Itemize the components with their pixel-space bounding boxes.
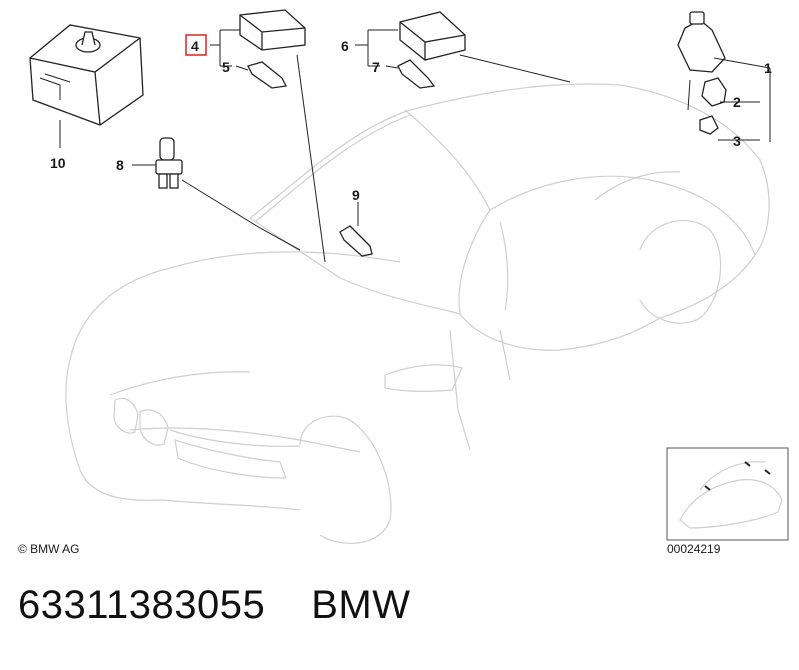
part-6-lamp-housing	[355, 11, 571, 83]
callout-2: 2	[733, 94, 741, 110]
part-number: 63311383055	[18, 583, 266, 627]
callout-5: 5	[222, 59, 230, 75]
callout-9: 9	[352, 187, 360, 203]
part-10-control-unit	[29, 24, 144, 148]
part-caption: 63311383055 BMW	[18, 583, 411, 628]
copyright-text: © BMW AG	[18, 542, 80, 556]
car-outline	[65, 83, 770, 544]
callout-3: 3	[733, 133, 741, 149]
callout-6: 6	[341, 38, 349, 54]
part-1-3-socket-assembly	[677, 11, 771, 142]
callout-10: 10	[50, 155, 66, 171]
part-8-bulb-holder	[132, 137, 301, 251]
highlight-box	[185, 34, 207, 56]
brand-name: BMW	[311, 583, 411, 627]
inset-thumbnail	[666, 447, 789, 541]
part-5-festoon-bulb	[235, 61, 287, 89]
part-9-festoon-bulb	[339, 202, 373, 257]
callout-4: 4	[191, 38, 199, 54]
callout-1: 1	[764, 60, 772, 76]
figure-number: 00024219	[667, 542, 721, 556]
part-4-lamp-housing	[210, 9, 326, 263]
part-7-festoon-bulb	[385, 59, 436, 89]
callout-8: 8	[116, 157, 124, 173]
callout-labels: 4 5 6 7 8 9 10 1 2 3	[50, 34, 772, 203]
callout-7: 7	[372, 59, 380, 75]
